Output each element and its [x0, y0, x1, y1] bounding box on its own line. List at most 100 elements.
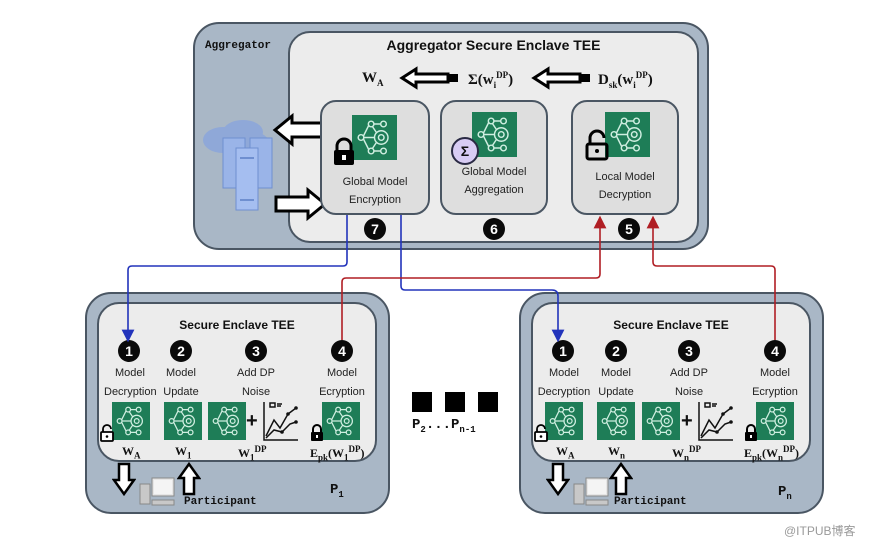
step-label: Model Update — [158, 366, 204, 399]
participant-label: Participant — [614, 496, 687, 508]
step-label: Model Update — [593, 366, 639, 399]
participant-n-enclave-title: Secure Enclave TEE — [613, 318, 729, 332]
blue-line-to-pn — [400, 215, 565, 343]
var-text: W — [238, 446, 250, 460]
step-label: Add DP Noise — [230, 366, 282, 399]
step-label-line1: Model — [115, 367, 145, 379]
formula-decrypt: Dsk(wiDP) — [598, 70, 653, 90]
var-text: E — [310, 446, 319, 460]
step-2-badge: 2 — [170, 340, 192, 362]
range-p: P — [412, 417, 421, 433]
participant-id-sub: 1 — [338, 489, 344, 500]
var-text: W — [122, 444, 134, 458]
wa-text: W — [362, 70, 377, 86]
step-label-line2: Decryption — [104, 386, 157, 398]
cloud-servers-icon — [203, 120, 273, 211]
var-sub: n — [684, 452, 690, 463]
card-label-line1: Local Model — [595, 171, 655, 183]
dec-sub2: i — [633, 80, 636, 90]
step-label: Model Decryption — [104, 366, 157, 399]
aggregator-label: Aggregator — [205, 40, 272, 52]
plus-sign: + — [681, 410, 693, 432]
var-sup: DP — [348, 444, 361, 454]
step-label-line2: Ecryption — [319, 386, 365, 398]
var-sub2: n — [778, 452, 784, 463]
step-label-line2: Ecryption — [752, 386, 798, 398]
var-wa: WA — [556, 444, 575, 460]
wa-sub: A — [377, 78, 384, 88]
card-label-line1: Global Model — [461, 166, 527, 178]
var-close: ) — [360, 446, 365, 460]
var-wi: Wn — [608, 444, 625, 460]
var-sub: A — [134, 450, 141, 461]
sum-text: Σ(w — [468, 72, 494, 88]
card-label: Global Model Aggregation — [440, 165, 548, 197]
step-3-badge: 3 — [678, 340, 700, 362]
plus-sign: + — [246, 410, 258, 432]
var-mid: (W — [328, 446, 345, 460]
arrow-left-icon — [531, 66, 590, 90]
step-label-line1: Add DP — [670, 367, 708, 379]
blue-line-to-p1 — [121, 215, 348, 343]
step-7-badge: 7 — [364, 218, 386, 240]
range-dots: ...P — [425, 417, 460, 433]
aggregator-enclave-title: Aggregator Secure Enclave TEE — [386, 37, 601, 53]
var-enc: Epk(WnDP) — [744, 444, 799, 462]
arrow-left-icon — [399, 66, 458, 90]
step-6-badge: 6 — [483, 218, 505, 240]
dec-sup: DP — [635, 70, 648, 80]
step-3-badge: 3 — [245, 340, 267, 362]
participant-id-text: P — [778, 484, 787, 500]
step-label-line2: Noise — [241, 386, 271, 398]
var-sub: 1 — [250, 452, 255, 463]
step-label-line2: Decryption — [537, 386, 591, 398]
var-sub: pk — [318, 452, 329, 463]
participant-id-text: P — [330, 482, 339, 498]
card-label: Local Model Decryption — [571, 170, 679, 202]
var-sup: DP — [254, 444, 267, 454]
watermark: @ITPUB博客 — [784, 524, 856, 538]
var-wa: WA — [122, 444, 141, 460]
var-sup: DP — [783, 444, 796, 454]
sum-sub: i — [493, 80, 497, 90]
step-label: Model Decryption — [537, 366, 591, 399]
step-label-line2: Noise — [674, 386, 704, 398]
range-sub1: 2 — [420, 424, 426, 435]
card-label-line1: Global Model — [342, 176, 408, 188]
var-enc: Epk(W1DP) — [310, 444, 365, 462]
step-label: Model Ecryption — [747, 366, 803, 399]
ellipsis-square — [412, 392, 432, 412]
card-label-line2: Encryption — [349, 194, 401, 206]
step-1-badge: 1 — [552, 340, 574, 362]
arrow-in-right-icon — [274, 186, 328, 222]
var-text: W — [672, 446, 684, 460]
dec-sub: sk — [608, 80, 618, 90]
var-close: ) — [795, 446, 800, 460]
var-sub: pk — [752, 452, 763, 463]
step-label-line1: Model — [166, 367, 196, 379]
var-text: W — [608, 444, 620, 458]
var-sup: DP — [689, 444, 702, 454]
range-sub2: n-1 — [459, 424, 476, 435]
step-label-line2: Update — [598, 386, 634, 398]
participant-label: Participant — [184, 496, 257, 508]
dec-close: ) — [647, 72, 653, 88]
lock-closed-icon — [334, 137, 354, 165]
step-2-badge: 2 — [605, 340, 627, 362]
participant-id: P1 — [330, 482, 344, 500]
card-label-line2: Aggregation — [464, 184, 524, 196]
var-wi: W1 — [175, 444, 192, 460]
step-5-badge: 5 — [618, 218, 640, 240]
lock-open-icon — [585, 129, 609, 161]
var-sub2: 1 — [344, 452, 349, 463]
step-1-badge: 1 — [118, 340, 140, 362]
sigma-icon: Σ — [451, 137, 479, 165]
card-label-line2: Decryption — [598, 189, 652, 201]
step-label-line1: Model — [760, 367, 790, 379]
var-sub: n — [620, 450, 626, 461]
var-text: E — [744, 446, 753, 460]
participant-id: Pn — [778, 484, 792, 502]
var-text: W — [556, 444, 568, 458]
ellipsis-square — [445, 392, 465, 412]
